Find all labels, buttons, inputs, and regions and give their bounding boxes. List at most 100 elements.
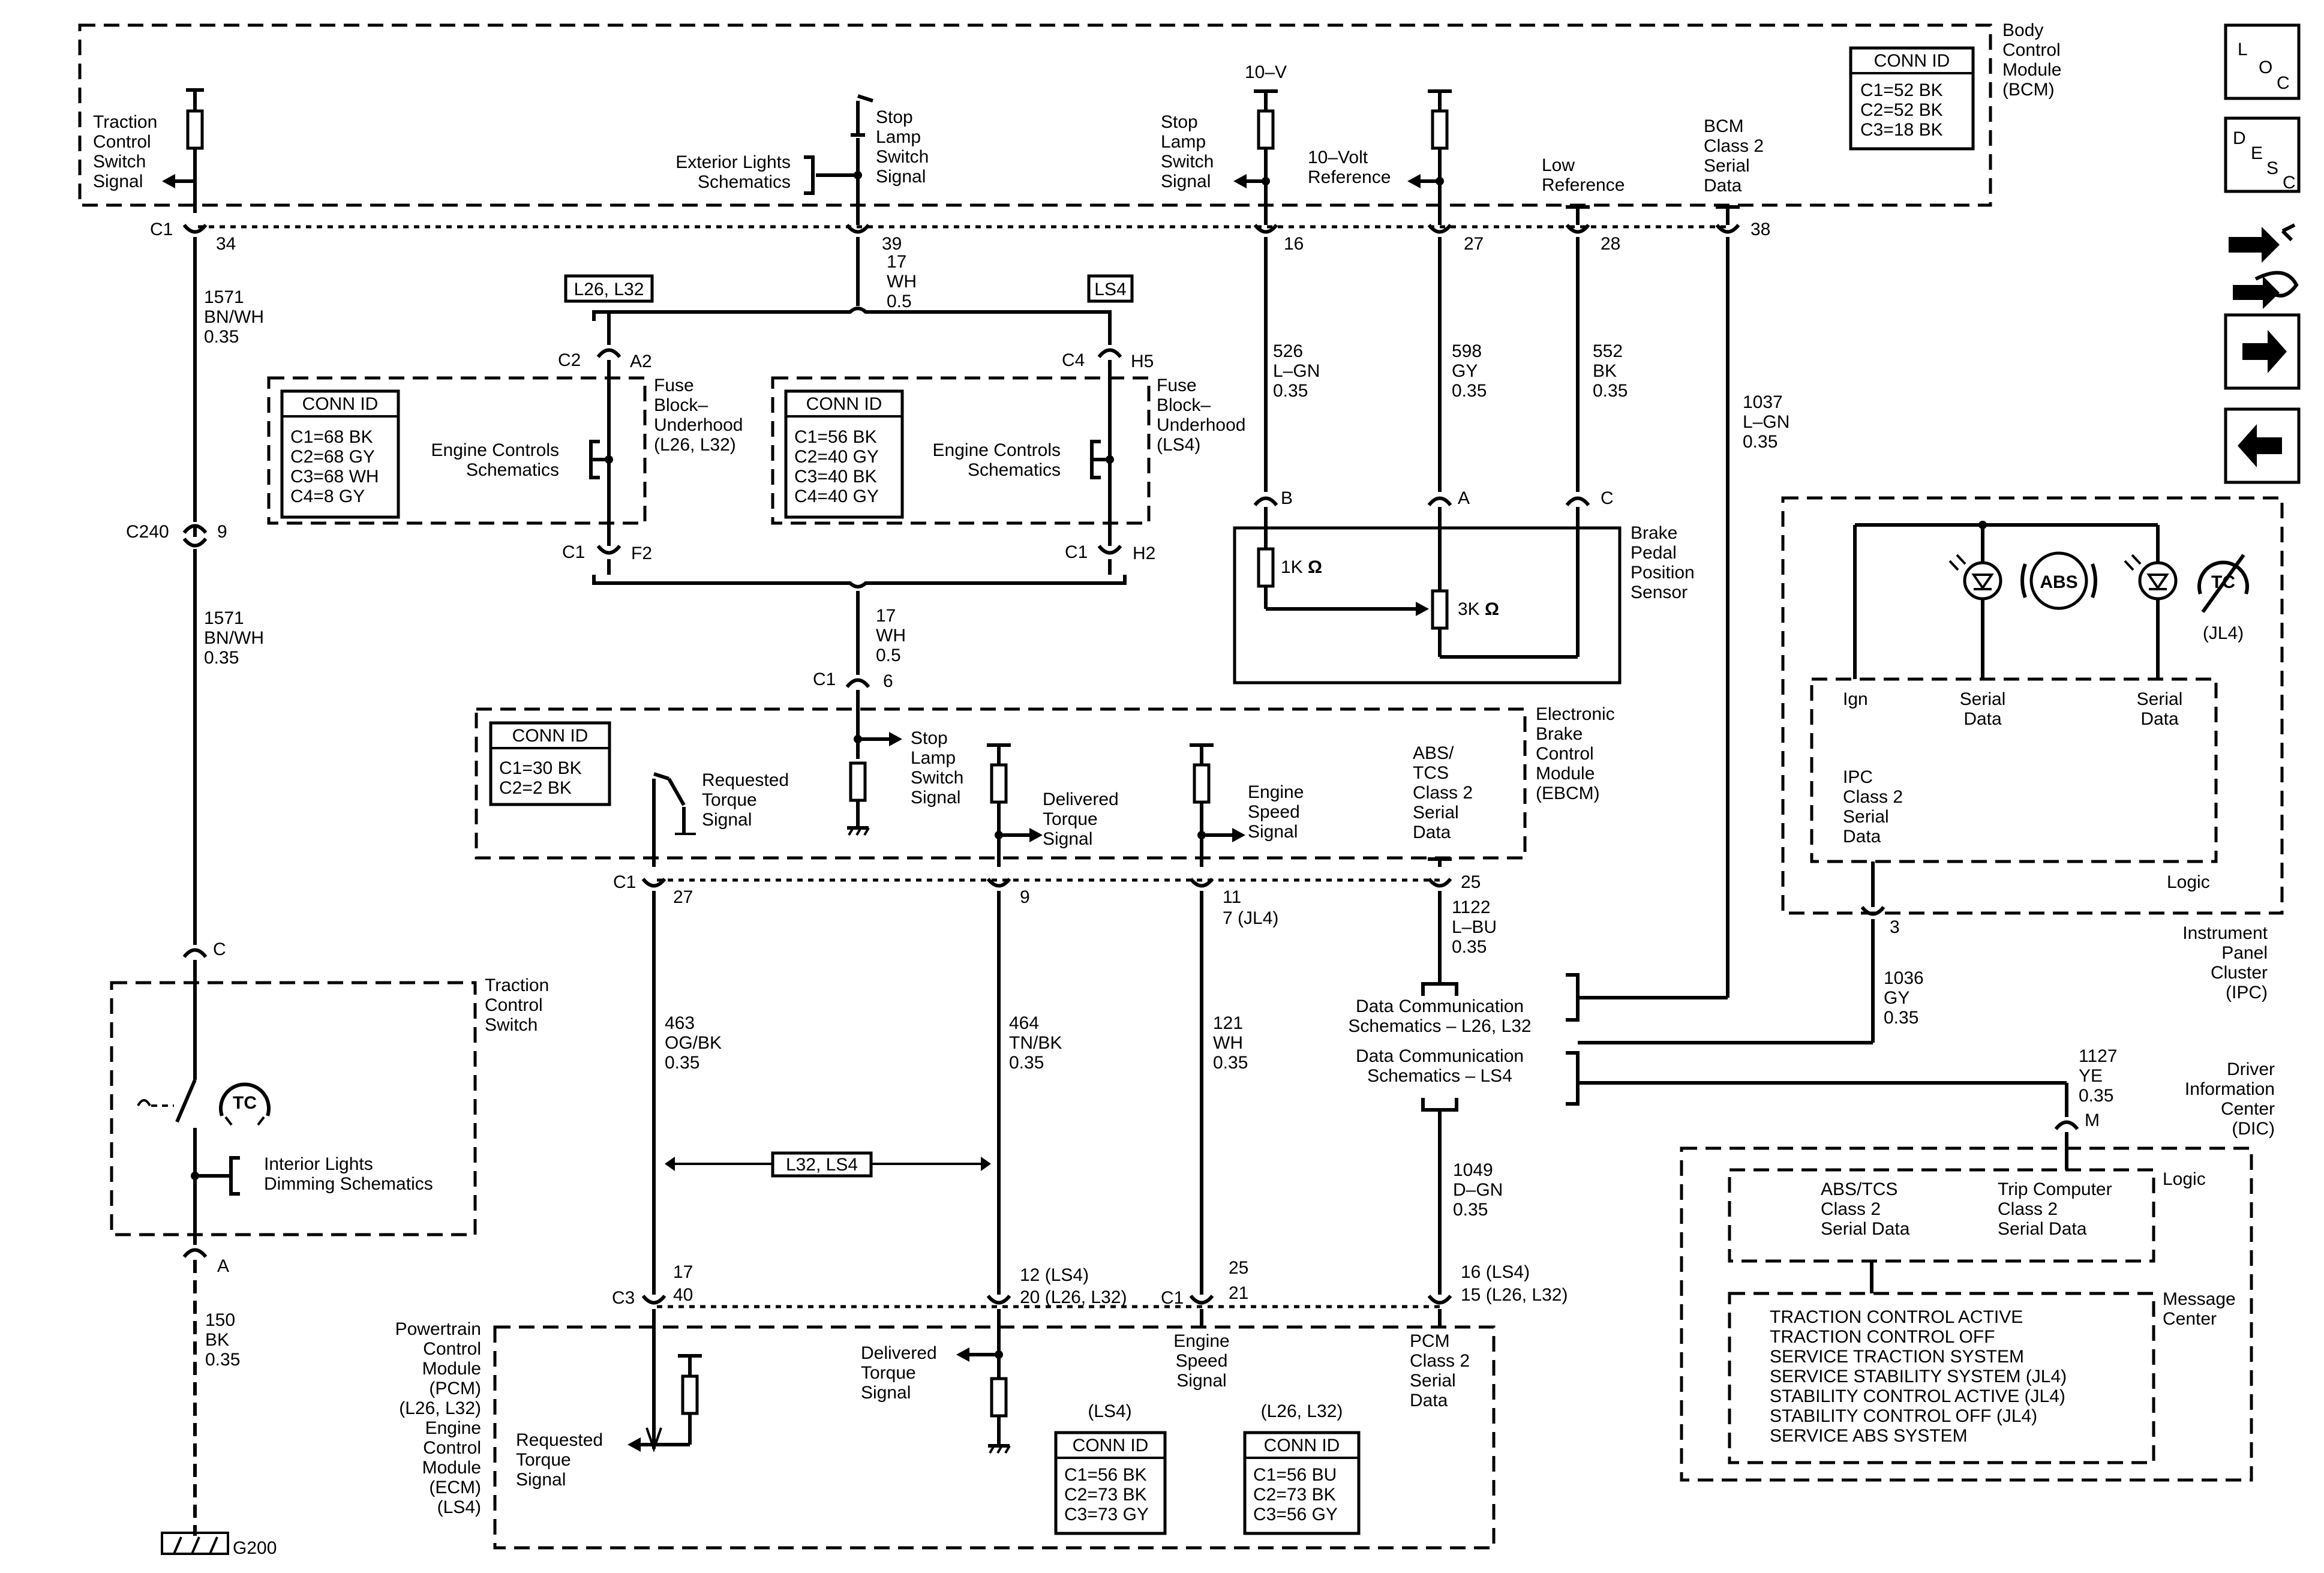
abs-lamp [1948, 554, 2002, 601]
ign-label: Ign [1843, 689, 1868, 709]
svg-text:O: O [2259, 58, 2272, 77]
svg-text:20 (L26, L32): 20 (L26, L32) [1020, 1287, 1127, 1307]
svg-text:40: 40 [673, 1285, 693, 1305]
svg-text:LS4: LS4 [1094, 280, 1126, 299]
abs-icon: ABS [2020, 551, 2097, 610]
loc-icon: L [2238, 40, 2248, 59]
pin-39: 39 [882, 234, 902, 254]
back-nav-button[interactable] [2224, 407, 2301, 484]
svg-text:A: A [1458, 488, 1470, 508]
svg-text:C3: C3 [612, 1288, 635, 1308]
svg-text:7 (JL4): 7 (JL4) [1223, 908, 1278, 928]
tc-lamp [2124, 554, 2178, 601]
fuse-block-b-outline [771, 376, 1151, 525]
svg-text:Ω: Ω [1308, 557, 1322, 577]
desc-icon: D [2233, 128, 2246, 148]
svg-text:27: 27 [1464, 234, 1484, 254]
ipc-logic-outline [1810, 677, 2218, 863]
svg-text:C2: C2 [558, 350, 581, 370]
tc-off-icon: TC (JL4) [2197, 554, 2249, 643]
arrow-left-icon [2238, 424, 2282, 467]
fuse-block-a-outline [267, 376, 647, 525]
svg-text:C1: C1 [1065, 542, 1088, 562]
dic-logic-outline [1728, 1168, 2155, 1263]
desc-nav-button[interactable]: D E S C [2224, 116, 2301, 193]
jl4-label: (JL4) [2203, 623, 2244, 643]
svg-text:28: 28 [1601, 234, 1620, 254]
pin-9-c240: 9 [217, 522, 227, 542]
svg-text:E: E [2251, 143, 2263, 163]
option-l26-l32: L26, L32 [564, 274, 654, 303]
bcm-outline [78, 23, 1992, 207]
svg-text:A2: A2 [630, 352, 652, 371]
ipc-logic-label: Logic [2167, 872, 2210, 892]
svg-text:F2: F2 [631, 544, 652, 563]
svg-text:L26, L32: L26, L32 [574, 280, 644, 299]
svg-text:16: 16 [1284, 234, 1304, 254]
svg-text:11: 11 [1223, 887, 1241, 907]
dic-outline [1680, 1146, 2253, 1482]
g200-label: G200 [233, 1538, 277, 1558]
option-ls4-label: (LS4) [1088, 1401, 1131, 1421]
svg-text:C1: C1 [813, 670, 836, 689]
conn-id-title: CONN ID [1874, 51, 1950, 71]
ten-v-label: 10–V [1245, 62, 1287, 82]
pin-34: 34 [216, 234, 236, 254]
c1-bcm-label: C1 [150, 220, 173, 239]
svg-text:B: B [1281, 488, 1293, 508]
conn-id-title: CONN ID [1073, 1436, 1149, 1455]
svg-text:16 (LS4): 16 (LS4) [1461, 1262, 1530, 1282]
loc-nav-button[interactable]: L O C [2224, 23, 2301, 100]
tool-nav-button[interactable] [2229, 223, 2299, 309]
svg-text:Ω: Ω [1485, 599, 1499, 619]
svg-text:25: 25 [1461, 872, 1481, 892]
svg-text:27: 27 [673, 887, 693, 907]
forward-nav-button[interactable] [2224, 313, 2301, 390]
dic-logic-label: Logic [2163, 1169, 2206, 1189]
svg-text:3: 3 [1890, 917, 1900, 937]
tc-icon-switch: TC [219, 1082, 271, 1126]
res-3k: 3K [1458, 599, 1480, 619]
conn-id-title: CONN ID [302, 394, 379, 414]
